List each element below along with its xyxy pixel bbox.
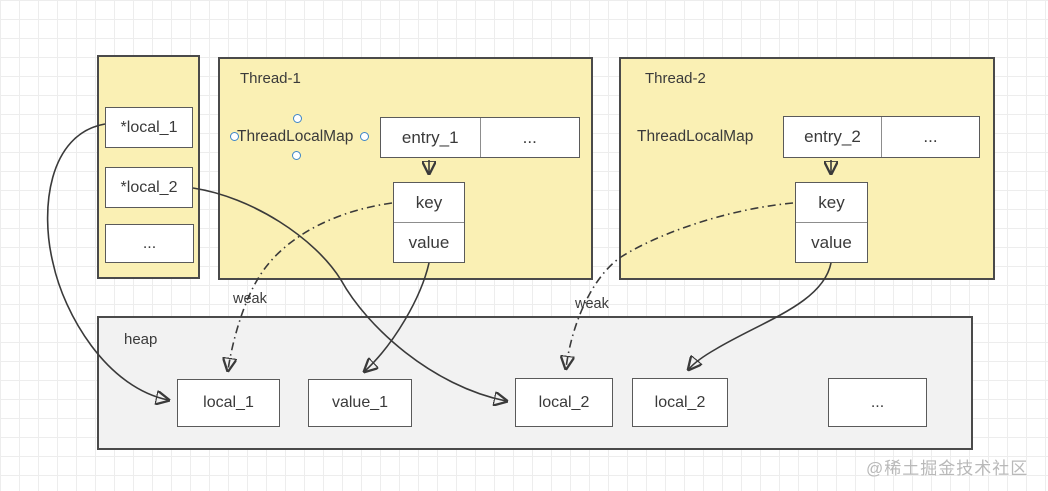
weak-label: weak [575,296,609,312]
heap-title: heap [124,331,158,348]
selection-handle-top-icon[interactable] [293,114,302,123]
value-label: value [408,232,450,252]
entry-label: entry_2 [804,127,861,146]
heap-object-value1[interactable]: value_1 [308,379,412,427]
thread2-entry2-cell[interactable]: entry_2 [784,117,881,157]
heap-object-local2-b[interactable]: local_2 [632,378,728,427]
thread1-keyvalue-box[interactable]: key value [393,182,465,263]
heap-object-local1[interactable]: local_1 [177,379,280,427]
key-label: key [415,192,443,212]
thread1-entry-row[interactable]: entry_1 ... [380,117,580,158]
thread1-map-label[interactable]: ThreadLocalMap [237,128,354,145]
thread2-map-label[interactable]: ThreadLocalMap [637,128,754,145]
thread1-value-cell[interactable]: value [394,222,464,262]
heap-object-label: local_1 [203,394,254,411]
watermark: @稀土掘金技术社区 [866,459,1029,478]
weak-label: weak [233,291,267,307]
thread2-value-cell[interactable]: value [796,222,867,262]
stack-item-label: ... [142,234,157,252]
thread1-title: Thread-1 [240,70,301,87]
thread1-key-cell[interactable]: key [394,183,464,222]
selection-handle-left-icon[interactable] [230,132,239,141]
stack-item-local2-pointer[interactable]: *local_2 [105,167,193,208]
stack-item-ellipsis[interactable]: ... [105,224,194,263]
value-label: value [811,232,852,252]
thread2-key-cell[interactable]: key [796,183,867,222]
selection-handle-right-icon[interactable] [360,132,369,141]
entry-label: ... [923,127,938,146]
heap-object-label: local_2 [654,393,706,411]
stack-item-local1-pointer[interactable]: *local_1 [105,107,193,148]
stack-item-label: *local_2 [120,178,178,196]
thread1-entry-ellipsis-cell[interactable]: ... [479,118,580,157]
heap-object-local2-a[interactable]: local_2 [515,378,613,427]
thread1-entry1-cell[interactable]: entry_1 [381,118,480,157]
entry-label: ... [522,127,537,147]
entry-label: entry_1 [401,127,459,147]
thread2-entry-ellipsis-cell[interactable]: ... [881,117,979,157]
heap-object-label: ... [870,393,885,411]
thread2-keyvalue-box[interactable]: key value [795,182,868,263]
heap-object-ellipsis[interactable]: ... [828,378,927,427]
heap-object-label: local_2 [538,393,590,411]
heap-object-label: value_1 [331,394,389,411]
stack-item-label: *local_1 [120,118,178,136]
thread2-entry-row[interactable]: entry_2 ... [783,116,980,158]
key-label: key [818,192,845,212]
selection-handle-bottom-icon[interactable] [292,151,301,160]
thread2-title: Thread-2 [645,70,706,87]
